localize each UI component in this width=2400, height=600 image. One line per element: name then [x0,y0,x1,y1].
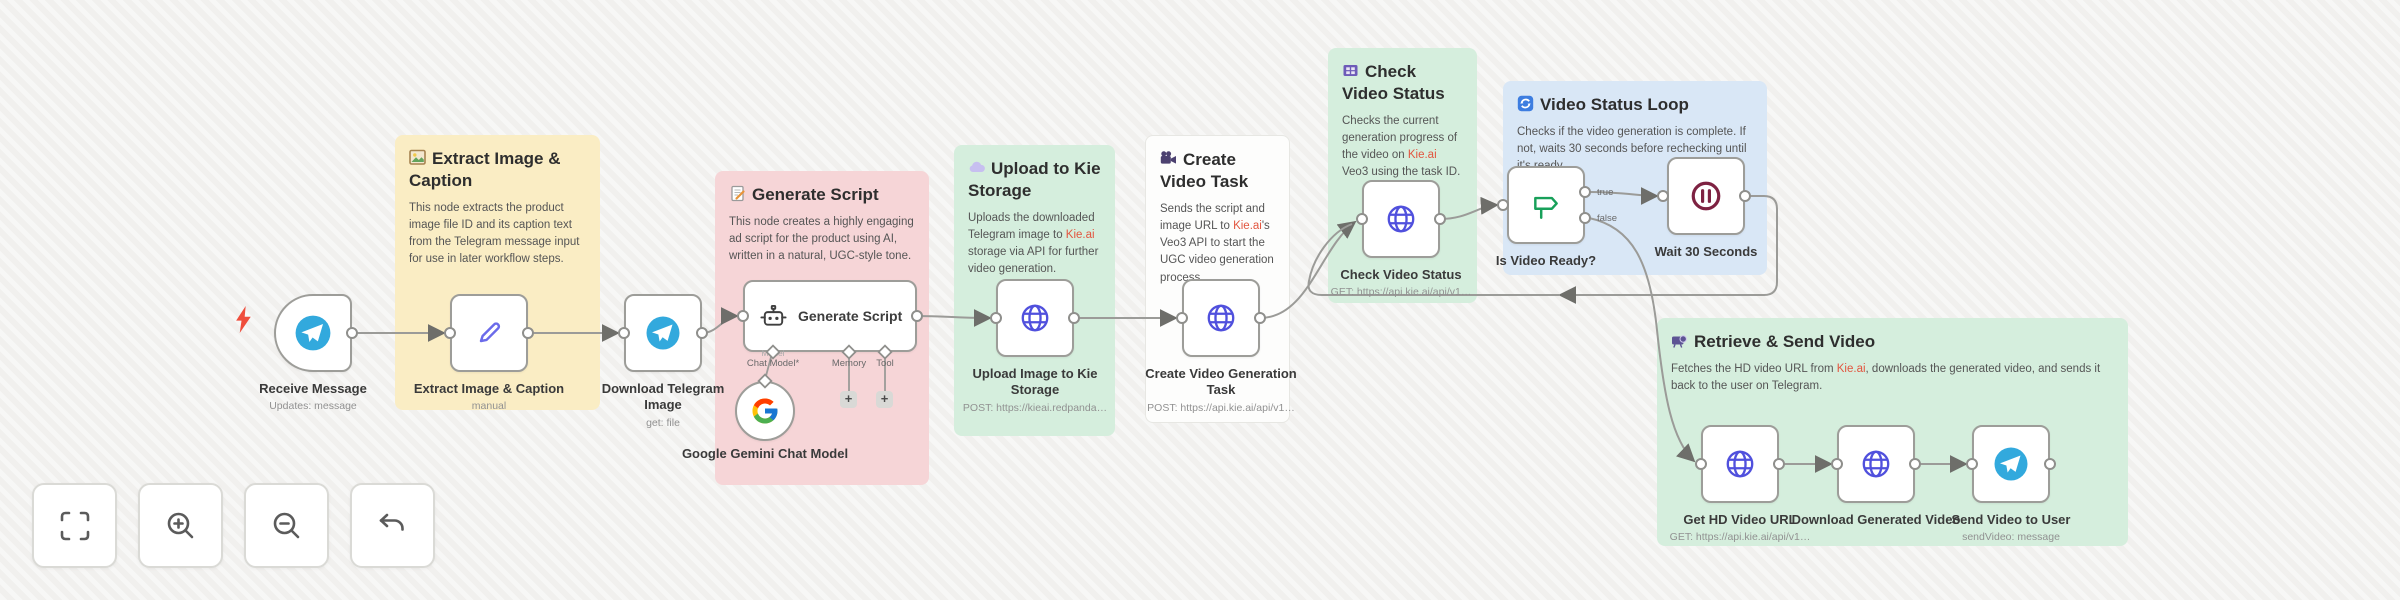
sticky-body: Checks the current generation progress o… [1342,114,1461,179]
loop-arrows-icon [1517,95,1534,112]
zoom-out-button[interactable] [244,483,329,568]
node-label: Download Generated Video [1791,512,1961,527]
node-get-hd-video-url[interactable] [1701,425,1779,503]
node-label: Get HD Video URL [1683,512,1797,527]
film-frames-icon [1343,65,1358,76]
picture-frame-icon [409,149,426,165]
node-check-video-status[interactable] [1362,180,1440,258]
sticky-title: Upload to Kie Storage [968,159,1101,200]
chat-model-port-label: Chat Model* [746,358,800,369]
node-label: Create Video Generation Task [1145,366,1297,398]
node-send-video-to-user[interactable] [1972,425,2050,503]
sticky-check-video-status[interactable]: Check Video Status Checks the current ge… [1328,48,1477,303]
node-sublabel: POST: https://kieai.redpanda… [962,401,1108,414]
node-label: Upload Image to Kie Storage [972,366,1098,398]
add-tool-button[interactable]: + [876,391,893,408]
globe-icon [1387,205,1415,233]
sticky-body: Uploads the downloaded Telegram image to… [968,211,1099,276]
zoom-in-button[interactable] [138,483,223,568]
node-label-block: Get HD Video URL GET: https://api.kie.ai/… [1655,512,1825,543]
model-port-hint-label: Model [761,348,785,358]
node-label: Check Video Status [1340,267,1462,282]
globe-icon [1726,450,1754,478]
node-label-block: Extract Image & Caption manual [404,381,574,412]
undo-button[interactable] [350,483,435,568]
node-label: Download Telegram Image [601,381,725,413]
node-label-block: Download Generated Video [1791,512,1961,528]
node-label: Send Video to User [1951,512,2071,527]
node-is-video-ready[interactable] [1507,166,1585,244]
node-generate-script[interactable]: Generate Script [743,280,917,352]
node-sublabel: GET: https://api.kie.ai/api/v1… [1330,286,1472,299]
sticky-title: Retrieve & Send Video [1671,331,2114,353]
sticky-title: Extract Image & Caption [409,149,561,190]
telegram-icon [1994,447,2028,481]
node-sublabel: Updates: message [269,400,357,413]
node-label: Is Video Ready? [1495,253,1597,268]
telegram-icon [646,316,680,350]
node-create-video-generation-task[interactable] [1182,279,1260,357]
zoom-out-icon [273,512,299,538]
trigger-bolt-icon [236,306,251,333]
globe-icon [1021,304,1049,332]
fit-view-button[interactable] [32,483,117,568]
node-receive-message[interactable] [274,294,352,372]
telegram-icon [295,315,331,351]
pencil-icon [479,322,501,343]
node-label: Extract Image & Caption [413,381,565,396]
output-false-label: false [1597,213,1618,224]
robot-icon [760,304,787,326]
sticky-body: This node creates a highly engaging ad s… [729,215,914,263]
globe-icon [1862,450,1890,478]
sticky-body: Fetches the HD video URL from Kie.ai, do… [1671,362,2101,392]
node-label-block: Download Telegram Image get: file [588,381,738,429]
sticky-title: Generate Script [729,184,915,206]
node-label: Receive Message [259,381,367,396]
sticky-body: This node extracts the product image fil… [409,201,580,266]
sticky-body: Sends the script and image URL to Kie.ai… [1160,202,1274,284]
node-wait-30-seconds[interactable] [1667,157,1745,235]
signpost-icon [1534,196,1558,220]
node-label: Wait 30 Seconds [1654,244,1758,259]
fit-view-icon [60,511,89,540]
node-upload-image-to-kie-storage[interactable] [996,279,1074,357]
pause-icon [1691,181,1721,211]
node-label-block: Wait 30 Seconds [1621,244,1791,260]
node-label-block: Is Video Ready? [1461,253,1631,269]
node-download-generated-video[interactable] [1837,425,1915,503]
node-sublabel: GET: https://api.kie.ai/api/v1… [1669,531,1811,544]
sticky-extract-image-caption[interactable]: Extract Image & Caption This node extrac… [395,135,600,410]
globe-icon [1207,304,1235,332]
node-sublabel: get: file [646,416,680,429]
undo-icon [379,513,404,531]
node-sublabel: sendVideo: message [1962,531,2060,544]
cloud-icon [969,161,985,172]
node-label: Generate Script [798,308,903,324]
sticky-title: Create Video Task [1160,150,1249,191]
output-true-label: true [1597,187,1614,198]
film-projector-icon [1672,335,1687,348]
node-sublabel: POST: https://api.kie.ai/api/v1… [1147,401,1295,414]
node-download-telegram-image[interactable] [624,294,702,372]
node-google-gemini-chat-model[interactable] [735,381,795,441]
zoom-in-icon [167,512,193,538]
node-label: Google Gemini Chat Model [681,446,849,461]
node-extract-image-caption[interactable] [450,294,528,372]
add-memory-button[interactable]: + [840,391,857,408]
sticky-title: Check Video Status [1342,62,1445,103]
google-icon [752,398,778,424]
tool-port-label: Tool [876,358,894,369]
node-label-block: Send Video to User sendVideo: message [1926,512,2096,543]
node-label-block: Google Gemini Chat Model [680,446,850,462]
memo-pencil-icon [731,185,745,202]
node-sublabel: manual [471,400,507,413]
movie-camera-icon [1160,151,1176,164]
sticky-title: Video Status Loop [1517,94,1753,116]
